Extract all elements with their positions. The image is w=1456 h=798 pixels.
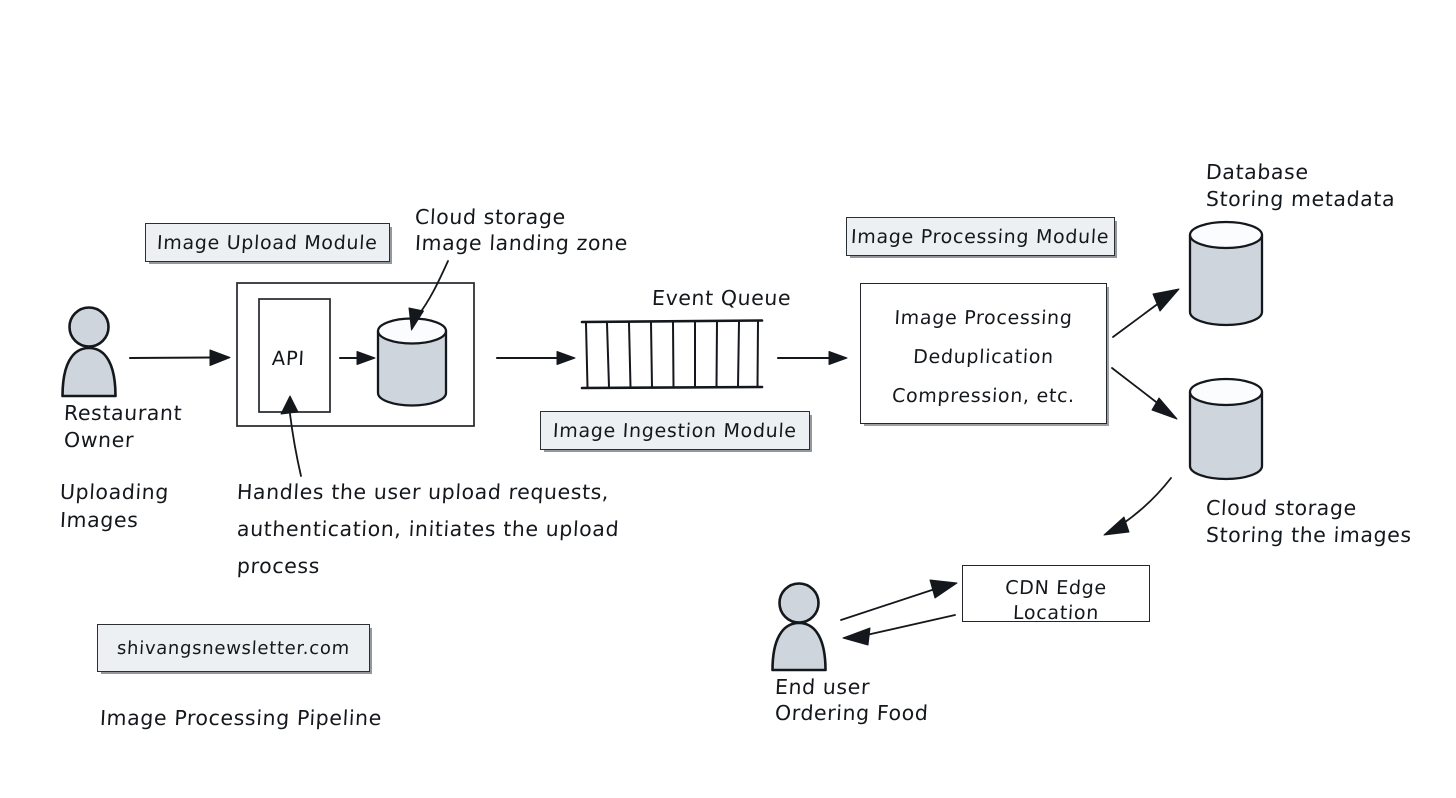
arrow-processing-to-cloud-storage <box>1111 367 1178 420</box>
plaque-image-ingestion-module[interactable]: Image Ingestion Module <box>540 411 810 450</box>
database-cylinder <box>1188 220 1264 327</box>
cdn-edge-location-box[interactable]: CDN Edge Location <box>962 565 1150 624</box>
arrow-queue-to-processing <box>776 351 848 365</box>
image-processing-box-line3: Compression, etc. <box>891 385 1076 407</box>
end-user-name-line1: End user <box>774 675 871 699</box>
cloud-storage-cylinder <box>1188 377 1264 481</box>
landing-zone-note-line2: Image landing zone <box>414 231 629 255</box>
end-user-figure <box>771 582 827 672</box>
plaque-image-processing-module[interactable]: Image Processing Module <box>846 217 1115 256</box>
event-queue-label: Event Queue <box>651 286 792 310</box>
restaurant-owner-figure <box>61 306 117 398</box>
api-label: API <box>271 347 306 370</box>
cdn-edge-location-line2: Location <box>1012 602 1100 624</box>
arrow-cloud-storage-to-cdn <box>1103 477 1172 536</box>
arrow-api-to-landing-zone <box>338 351 376 365</box>
arrow-enduser-to-cdn <box>840 579 958 646</box>
arrow-processing-to-database <box>1112 288 1180 338</box>
diagram-title: Image Processing Pipeline <box>99 706 383 730</box>
cloud-storage-note-line2: Storing the images <box>1205 523 1413 547</box>
plaque-image-ingestion-module-label: Image Ingestion Module <box>552 419 798 442</box>
arrow-note-to-landing-zone <box>408 260 449 331</box>
api-note-line3: process <box>236 554 321 578</box>
plaque-image-upload-module-label: Image Upload Module <box>156 231 379 254</box>
landing-zone-note-line1: Cloud storage <box>414 205 567 229</box>
cloud-storage-note-line1: Cloud storage <box>1205 496 1358 520</box>
event-queue-shape <box>580 319 764 390</box>
restaurant-owner-action-line2: Images <box>59 508 140 532</box>
restaurant-owner-name-line1: Restaurant <box>63 401 183 425</box>
restaurant-owner-action-line1: Uploading <box>59 480 170 504</box>
plaque-image-upload-module[interactable]: Image Upload Module <box>145 223 390 262</box>
watermark-badge-label: shivangsnewsletter.com <box>116 637 351 659</box>
api-note-line1: Handles the user upload requests, <box>236 480 610 504</box>
api-note-line2: authentication, initiates the upload <box>236 517 620 541</box>
arrow-note-to-api <box>280 395 302 477</box>
arrow-owner-to-upload <box>128 349 231 366</box>
api-box <box>258 298 331 413</box>
restaurant-owner-name-line2: Owner <box>63 428 135 452</box>
plaque-image-processing-module-label: Image Processing Module <box>850 225 1111 248</box>
image-processing-box-line1: Image Processing <box>893 307 1074 329</box>
watermark-badge[interactable]: shivangsnewsletter.com <box>97 624 370 672</box>
end-user-name-line2: Ordering Food <box>774 701 930 725</box>
image-processing-box-line2: Deduplication <box>912 346 1055 368</box>
landing-zone-cylinder <box>376 317 448 407</box>
image-processing-box[interactable]: Image Processing Deduplication Compressi… <box>860 283 1107 424</box>
database-note-line2: Storing metadata <box>1205 187 1396 211</box>
arrow-upload-to-queue <box>495 351 576 365</box>
database-note-line1: Database <box>1205 160 1310 184</box>
